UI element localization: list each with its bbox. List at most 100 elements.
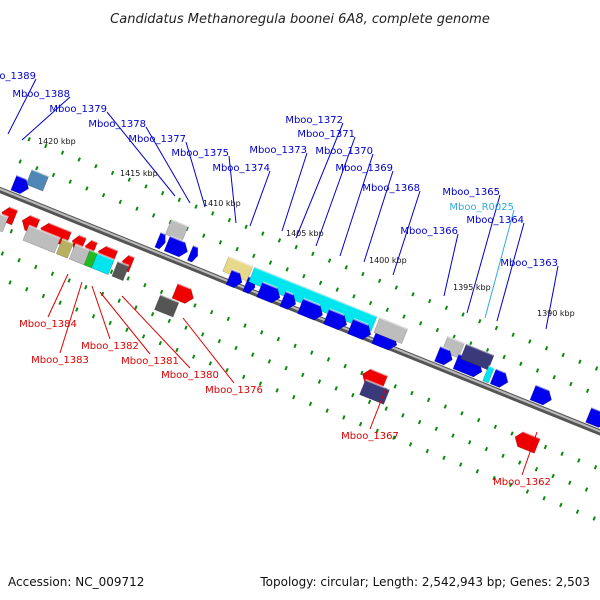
scale-tick <box>428 298 432 304</box>
label-mboo-1371: Mboo_1371 <box>297 129 355 140</box>
gene-r1-shine <box>9 206 19 212</box>
scale-tick <box>419 321 423 326</box>
scale-tick <box>543 444 548 450</box>
label-mboo-1369-leader <box>363 170 394 263</box>
scale-tick <box>302 273 306 279</box>
gene-R0025-shine <box>488 364 495 370</box>
scale-tick <box>501 453 505 459</box>
gene-b4-shine <box>231 268 241 274</box>
scale-tick <box>393 384 397 389</box>
scale-tick <box>375 428 379 434</box>
gene-b15-shine <box>591 406 600 412</box>
scale-label: 1410 kbp <box>203 199 241 208</box>
label-mboo-1374-leader <box>249 170 271 227</box>
scale-tick <box>75 307 79 312</box>
label-mboo-1382: Mboo_1382 <box>81 341 139 352</box>
gene-1382-shine <box>28 224 61 240</box>
scale-tick <box>292 394 296 400</box>
scale-tick <box>150 311 155 317</box>
label-mboo-1384-leader <box>47 273 69 318</box>
scale-tick <box>110 170 115 176</box>
label-mboo-1372-leader <box>295 122 344 239</box>
scale-tick <box>584 487 589 492</box>
label-mboo-1365: Mboo_1365 <box>442 187 500 198</box>
scale-tick <box>460 411 464 416</box>
label-mboo-1383-leader <box>59 281 83 354</box>
scale-tick <box>261 231 265 236</box>
scale-tick <box>384 406 388 411</box>
scale-tick <box>84 285 88 290</box>
scale-tick <box>594 366 599 371</box>
scale-tick <box>361 271 365 277</box>
scale-tick <box>44 143 48 149</box>
label-mboo-1381-leader <box>99 291 151 355</box>
scale-tick <box>475 469 480 474</box>
scale-tick <box>528 339 532 344</box>
scale-tick <box>225 367 229 373</box>
scale-tick <box>25 287 29 292</box>
label-mboo-1389-leader <box>7 78 37 135</box>
gene-cyan-a-shine <box>97 252 115 261</box>
scale-tick <box>227 217 232 223</box>
scale-tick <box>151 213 156 218</box>
scale-tick <box>342 415 346 420</box>
scale-tick <box>519 361 523 366</box>
scale-tick <box>468 440 472 445</box>
accession-text: Accession: NC_009712 <box>8 575 144 589</box>
scale-tick <box>325 408 329 413</box>
gene-r7-shine <box>128 254 135 259</box>
gene-r5-shine <box>91 239 98 244</box>
scale-tick <box>285 267 289 272</box>
label-mboo-1367: Mboo_1367 <box>341 431 399 442</box>
scale-tick <box>492 475 496 481</box>
scale-tick <box>91 313 96 319</box>
scale-tick <box>484 446 489 452</box>
scale-tick <box>234 345 238 351</box>
scale-tick <box>35 165 39 171</box>
scale-tick <box>408 442 413 447</box>
scale-tick <box>143 282 147 288</box>
label-mboo-1369: Mboo_1369 <box>335 163 393 174</box>
gene-1366-shine <box>447 335 465 345</box>
label-mboo-1384: Mboo_1384 <box>19 319 77 330</box>
scale-tick <box>534 467 539 472</box>
scale-tick <box>175 347 179 353</box>
scale-tick <box>360 370 364 376</box>
scale-tick <box>141 334 146 339</box>
scale-tick <box>0 251 5 256</box>
scale-tick <box>60 150 65 155</box>
label-mboo-1368-leader <box>392 190 421 276</box>
scale-tick <box>535 368 540 373</box>
scale-tick <box>18 159 22 164</box>
gene-labels: Mboo_1389Mboo_1388Mboo_1379Mboo_1378Mboo… <box>0 71 558 488</box>
scale-tick <box>318 280 323 286</box>
scale-tick <box>544 346 549 351</box>
scale-tick <box>67 278 71 283</box>
gene-1371-shine <box>303 297 321 307</box>
gene-r2-shine <box>30 214 41 221</box>
scale-tick <box>478 319 482 324</box>
scale-tick <box>593 465 598 470</box>
scale-tick <box>27 136 31 142</box>
label-mboo-1373-leader <box>281 152 308 232</box>
scale-tick <box>494 325 499 331</box>
gene-gray-b-shine <box>74 243 91 252</box>
gene-1373-shine <box>262 281 278 290</box>
scale-tick <box>126 276 130 281</box>
scale-tick <box>335 287 339 292</box>
scale-tick <box>568 480 572 486</box>
scale-tick <box>244 224 248 230</box>
label-mboo-1389: Mboo_1389 <box>0 71 36 82</box>
scale-tick <box>125 327 129 332</box>
scale-tick <box>9 229 14 234</box>
label-mboo-1371-leader <box>315 136 356 247</box>
gene-features <box>0 168 600 454</box>
scale-tick <box>294 244 298 250</box>
scale-tick <box>108 320 112 326</box>
scale-tick <box>410 390 414 396</box>
scale-tick <box>194 204 198 209</box>
scale-tick <box>200 332 205 337</box>
gene-1370-shine <box>329 308 345 316</box>
label-mboo-1380-leader <box>121 295 191 369</box>
label-mboo-1380: Mboo_1380 <box>161 370 219 381</box>
